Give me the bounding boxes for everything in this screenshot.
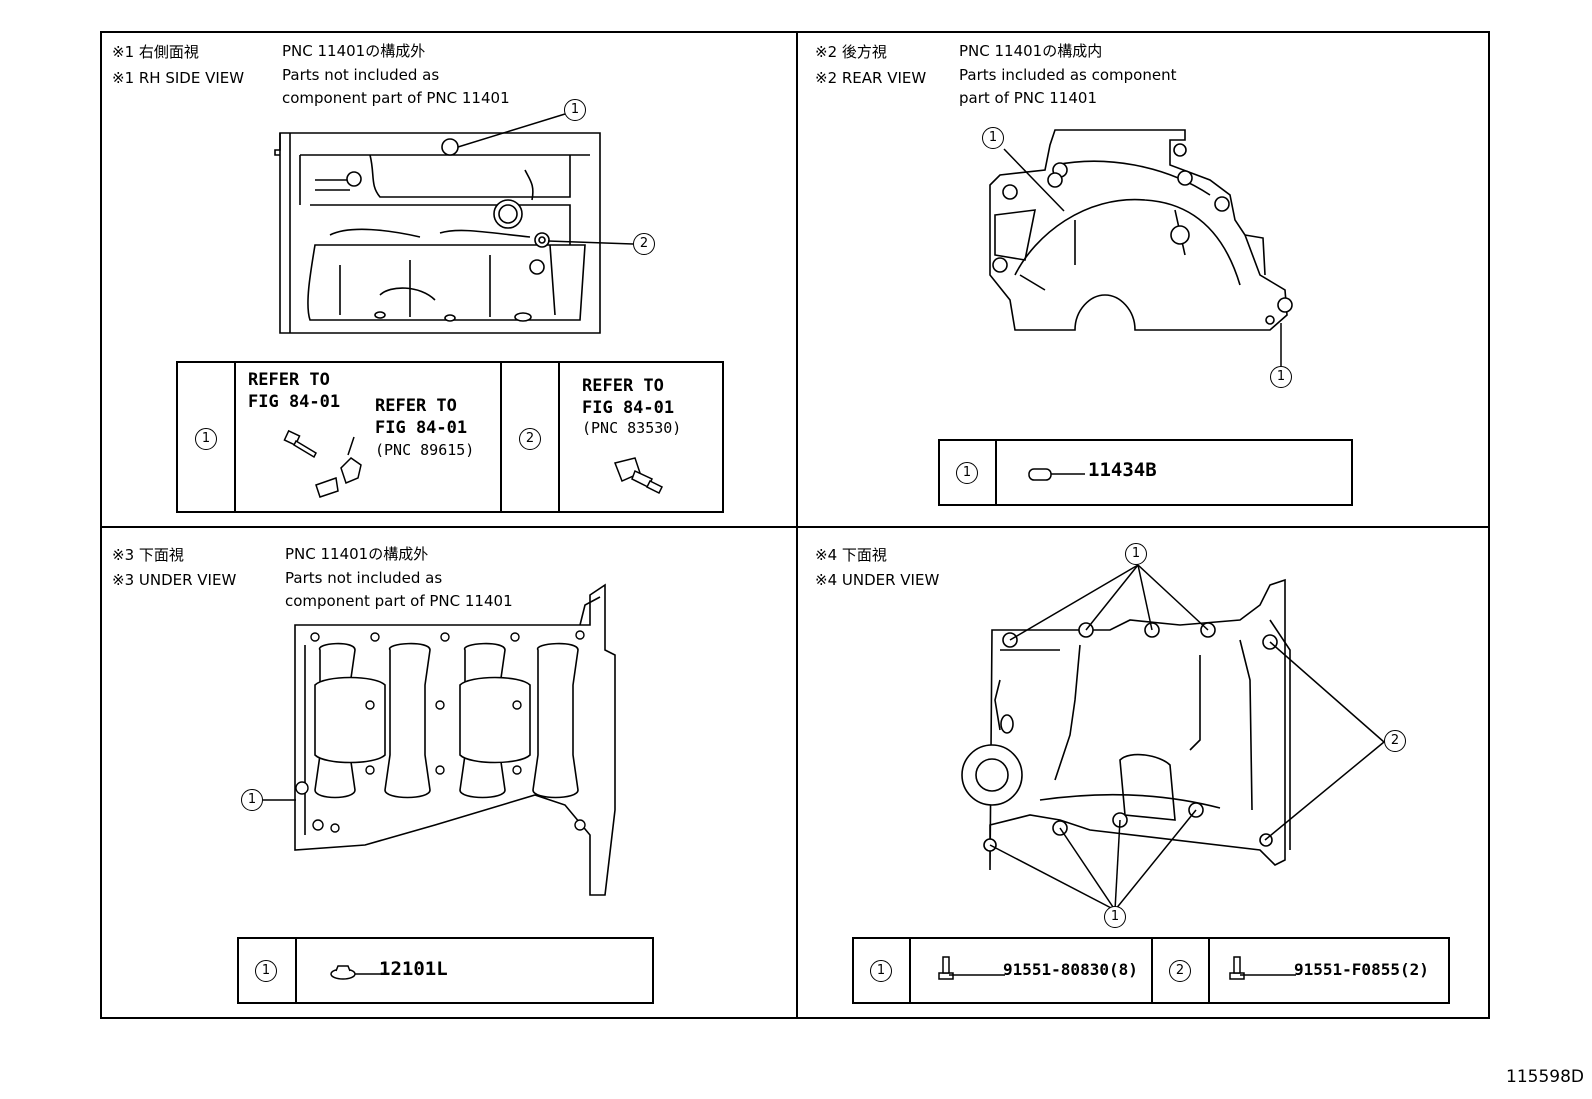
legend-callout-under4-2: 2 [1169,960,1191,982]
panel2-note-line3: part of PNC 11401 [959,89,1097,107]
panel3-legend-table: 1 12101L [237,937,654,1004]
panel2-legend-num: 1 [940,441,997,504]
legend-callout-1: 1 [195,428,217,450]
callout-1-rear-lower: 1 [1270,366,1292,388]
callout-1-under4-top: 1 [1125,543,1147,565]
panel4-title-jp: ※4 下面視 [815,546,887,564]
legend-callout-under3-1: 1 [255,960,277,982]
legend-callout-rear-1: 1 [956,462,978,484]
panel4-legend-part2: 91551-F0855(2) [1210,939,1448,1002]
panel1-legend-table: 1 REFER TO FIG 84-01 REFER TO FIG 84-01 … [176,361,724,513]
vertical-divider [796,31,798,1019]
oil-pan-underside-drawing [961,578,1291,871]
nut-icon [330,965,381,980]
callout-2-under4: 2 [1384,730,1406,752]
panel3-note-line1: PNC 11401の構成外 [285,545,429,563]
straight-pin-icon [1028,468,1085,481]
engine-block-side-drawing [274,132,601,334]
legend-callout-under4-1: 1 [870,960,892,982]
refer-b-line2: FIG 84-01 [375,418,468,438]
panel1-title-en: ※1 RH SIDE VIEW [112,69,245,87]
callout-1-rh-side: 1 [564,99,586,121]
panel1-note: PNC 11401の構成外 Parts not included as comp… [282,40,510,111]
panel1-note-line1: PNC 11401の構成外 [282,42,426,60]
panel4-legend-num2: 2 [1153,939,1210,1002]
part-number-11434B: 11434B [1088,459,1157,481]
refer-a-line2: FIG 84-01 [248,392,341,412]
bolt-icon-2 [1229,956,1296,980]
panel4-legend-table: 1 91551-80830(8) 2 915 [852,937,1450,1004]
refer-c-line2: FIG 84-01 [582,398,675,418]
panel1-title-jp: ※1 右側面視 [112,43,199,61]
cylinder-block-underside-drawing [294,583,616,896]
refer-to-label-c: REFER TO FIG 84-01 [582,375,674,419]
panel3-title-en: ※3 UNDER VIEW [112,571,237,589]
panel2-note-line1: PNC 11401の構成内 [959,42,1103,60]
panel3-title-jp: ※3 下面視 [112,546,184,564]
callout-1-rear-upper: 1 [982,127,1004,149]
refer-a-line1: REFER TO [248,370,330,390]
legend-callout-2: 2 [519,428,541,450]
legend-cell-parts2: REFER TO FIG 84-01 (PNC 83530) [560,363,722,511]
legend-cell-num2: 2 [502,363,560,511]
refer-c-line1: REFER TO [582,376,664,396]
panel4-title-en: ※4 UNDER VIEW [815,571,940,589]
panel1-note-line3: component part of PNC 11401 [282,89,510,107]
panel2-legend-table: 1 11434B [938,439,1353,506]
part-number-12101L: 12101L [379,958,448,980]
panel2-title-en: ※2 REAR VIEW [815,69,927,87]
panel2-title-jp: ※2 後方視 [815,43,887,61]
panel2-note-line2: Parts included as component [959,65,1177,84]
illustration-code: 115598D [1506,1067,1584,1087]
panel4-legend-part1: 91551-80830(8) [911,939,1153,1002]
panel3-note-line3: component part of PNC 11401 [285,592,513,610]
panel3-legend-num: 1 [239,939,297,1002]
part-number-91551-80830: 91551-80830(8) [1003,960,1138,979]
panel4-legend-num1: 1 [854,939,911,1002]
callout-2-rh-side: 2 [633,233,655,255]
bolt-and-sensor-icon [283,429,362,498]
engine-block-rear-drawing [989,129,1293,331]
bolt-icon-1 [938,956,1005,980]
part-number-91551-F0855: 91551-F0855(2) [1294,960,1429,979]
refer-to-label-b: REFER TO FIG 84-01 [375,395,467,439]
callout-1-under3: 1 [241,789,263,811]
legend-cell-parts1: REFER TO FIG 84-01 REFER TO FIG 84-01 (P… [236,363,502,511]
panel2-note: PNC 11401の構成内 Parts included as componen… [959,40,1176,111]
legend-cell-num1: 1 [178,363,236,511]
refer-to-label-a: REFER TO FIG 84-01 [248,369,340,413]
diagram-frame [100,31,1490,1019]
panel3-note-line2: Parts not included as [285,568,443,587]
oil-pressure-switch-icon [613,457,664,495]
pnc-89615-label: (PNC 89615) [375,441,475,459]
pnc-83530-label: (PNC 83530) [582,419,682,437]
refer-b-line1: REFER TO [375,396,457,416]
panel1-note-line2: Parts not included as [282,65,440,84]
horizontal-divider [100,526,1490,528]
panel3-note: PNC 11401の構成外 Parts not included as comp… [285,543,513,614]
callout-1-under4-bottom: 1 [1104,906,1126,928]
